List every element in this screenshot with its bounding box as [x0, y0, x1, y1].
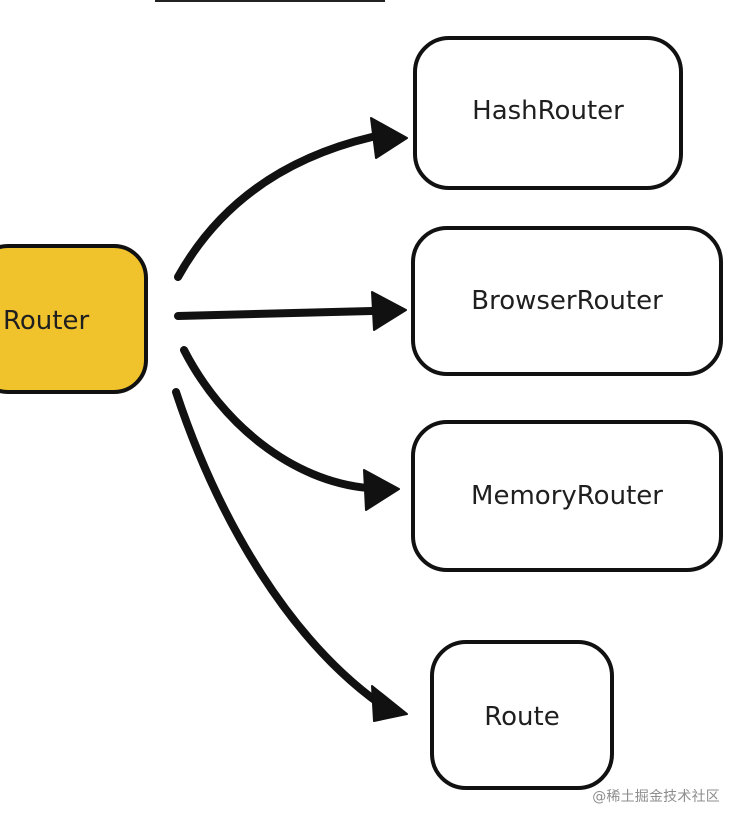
route-node: Route — [430, 640, 614, 790]
watermark-text: @稀土掘金技术社区 — [592, 789, 720, 805]
arrow-router-to-route-line — [172, 388, 384, 708]
router-node-label: Router — [3, 306, 89, 336]
arrow-router-to-memoryrouter-line — [180, 346, 372, 492]
browserrouter-node-label: BrowserRouter — [471, 286, 663, 316]
browserrouter-node-box — [411, 226, 723, 376]
arrow-router-to-route-head — [371, 685, 408, 722]
memoryrouter-node-box — [411, 420, 723, 572]
arrow-router-to-browserrouter-line — [174, 307, 376, 320]
arrow-router-to-route — [172, 388, 408, 722]
arrow-router-to-memoryrouter-head — [363, 469, 400, 511]
browserrouter-node: BrowserRouter — [411, 226, 723, 376]
arrow-router-to-hashrouter-head — [370, 117, 408, 159]
arrow-router-to-memoryrouter — [180, 346, 400, 511]
route-node-label: Route — [484, 702, 559, 732]
hashrouter-node-box — [413, 36, 683, 190]
hashrouter-node: HashRouter — [413, 36, 683, 190]
memoryrouter-node: MemoryRouter — [411, 420, 723, 572]
memoryrouter-node-label: MemoryRouter — [471, 481, 663, 511]
router-node: Router — [0, 244, 148, 394]
hashrouter-node-label: HashRouter — [472, 96, 624, 126]
arrow-router-to-hashrouter-line — [174, 133, 376, 281]
arrow-router-to-browserrouter-head — [371, 291, 407, 331]
router-node-box — [0, 244, 148, 394]
route-node-box — [430, 640, 614, 790]
arrow-router-to-hashrouter — [174, 117, 408, 281]
arrow-router-to-browserrouter — [174, 291, 407, 331]
